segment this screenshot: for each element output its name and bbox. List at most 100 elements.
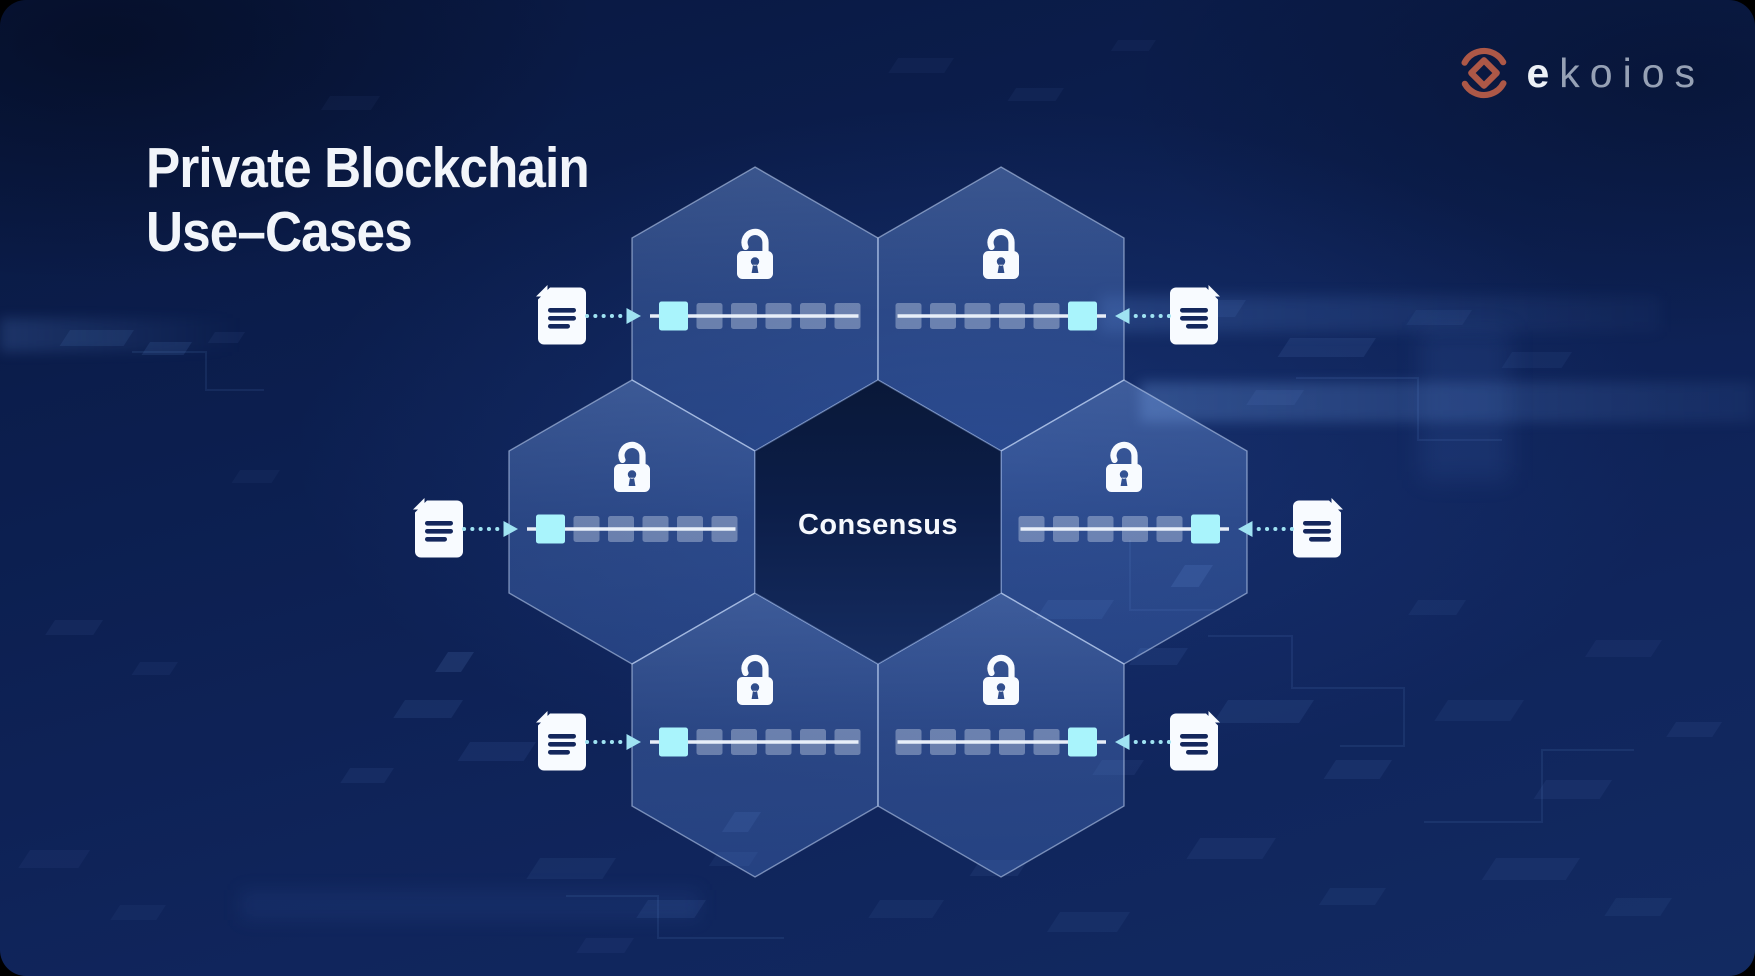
- bg-deco-shape: [1047, 912, 1130, 932]
- document-icon: [1293, 498, 1343, 558]
- bg-deco-shape: [1604, 898, 1672, 916]
- consensus-label: Consensus: [798, 509, 958, 541]
- bg-deco-shape: [526, 858, 616, 879]
- chain-block: [677, 516, 703, 542]
- bg-deco-shape: [1007, 88, 1064, 101]
- bg-deco-shape: [1277, 338, 1376, 357]
- bg-circuit-line: [1424, 749, 1634, 823]
- blockchain-chain: [1018, 514, 1229, 544]
- bg-deco-shape: [393, 700, 463, 718]
- bg-circuit-line: [566, 895, 784, 939]
- chain-block: [1018, 516, 1045, 542]
- chain-block: [696, 303, 723, 329]
- chain-block: [930, 303, 956, 329]
- chain-block: [696, 729, 723, 755]
- chain-block: [834, 303, 861, 329]
- chain-block: [608, 516, 634, 542]
- bg-deco-shape: [1213, 700, 1314, 723]
- bg-deco-shape: [340, 768, 394, 783]
- chain-block: [895, 729, 922, 755]
- bg-deco-shape: [59, 330, 134, 346]
- chain-block-highlighted: [1068, 727, 1097, 757]
- bg-deco-shape: [1434, 700, 1524, 721]
- chain-block: [765, 729, 792, 755]
- chain-block: [964, 729, 991, 755]
- chain-block-highlighted: [1191, 514, 1220, 544]
- bg-deco-shape: [1408, 600, 1466, 615]
- bg-circuit-line: [1208, 635, 1405, 747]
- chain-block: [1122, 516, 1148, 542]
- chain-block: [964, 303, 991, 329]
- chain-block: [573, 516, 600, 542]
- chain-block: [895, 303, 922, 329]
- chain-block: [834, 729, 861, 755]
- brand-name-lead: e: [1526, 49, 1560, 96]
- bg-deco-shape: [888, 58, 954, 73]
- bg-deco-shape: [435, 652, 474, 672]
- chain-block: [1033, 729, 1060, 755]
- bg-deco-shape: [110, 905, 166, 920]
- chain-block: [999, 729, 1025, 755]
- chain-block-highlighted: [1068, 301, 1097, 331]
- bg-deco-shape: [576, 938, 634, 953]
- bg-deco-shape: [1110, 40, 1156, 51]
- chain-block-highlighted: [536, 514, 565, 544]
- chain-block: [999, 303, 1025, 329]
- title-line-2: Use–Cases: [146, 200, 413, 265]
- chain-block: [800, 303, 826, 329]
- usecase-hexagon-middle-right: [1000, 379, 1343, 665]
- brand-logo: ekoios: [1455, 44, 1705, 102]
- brand-name-rest: koios: [1559, 49, 1705, 96]
- bg-deco-shape: [1584, 640, 1662, 657]
- chain-block: [930, 729, 956, 755]
- bg-deco-shape: [1318, 888, 1386, 905]
- chain-block-highlighted: [659, 727, 688, 757]
- blockchain-chain: [650, 301, 861, 331]
- chain-block: [731, 729, 757, 755]
- bg-circuit-line: [132, 351, 264, 391]
- bg-deco-shape: [1406, 310, 1472, 325]
- chain-block: [1033, 303, 1060, 329]
- brand-name: ekoios: [1526, 49, 1705, 96]
- bg-deco-shape: [231, 470, 280, 483]
- chain-block: [1087, 516, 1114, 542]
- consensus-cell: Consensus: [754, 379, 1002, 665]
- bg-deco-shape: [636, 900, 706, 918]
- document-icon: [1170, 711, 1220, 771]
- usecase-hexagon-bottom-left: [536, 592, 879, 878]
- bg-deco-shape: [1186, 838, 1276, 859]
- chain-block: [1156, 516, 1183, 542]
- chain-block: [711, 516, 738, 542]
- title-line-1: Private Blockchain: [146, 136, 590, 200]
- chain-block: [1053, 516, 1079, 542]
- document-icon: [536, 711, 586, 771]
- blockchain-chain: [650, 727, 861, 757]
- blockchain-chain: [895, 301, 1106, 331]
- blockchain-chain: [895, 727, 1106, 757]
- bg-deco-shape: [141, 342, 192, 355]
- document-icon: [413, 498, 463, 558]
- bg-deco-shape: [457, 742, 536, 761]
- bg-deco-shape: [868, 900, 944, 918]
- bg-deco-shape: [1246, 390, 1304, 405]
- bg-circuit-line: [1296, 377, 1502, 441]
- bg-deco-shape: [1533, 780, 1612, 799]
- blockchain-chain: [527, 514, 738, 544]
- bg-deco-shape: [1666, 722, 1722, 737]
- chain-block-highlighted: [659, 301, 688, 331]
- bg-deco-shape: [1323, 760, 1392, 779]
- consensus-hexagon: [754, 379, 1002, 665]
- document-icon: [1170, 285, 1220, 345]
- bg-deco-shape: [131, 662, 178, 675]
- document-icon: [536, 285, 586, 345]
- chain-block: [765, 303, 792, 329]
- chain-block: [731, 303, 757, 329]
- bg-deco-shape: [1501, 352, 1572, 368]
- chain-block: [800, 729, 826, 755]
- usecase-hexagon-middle-left: [413, 379, 756, 665]
- bg-deco-shape: [207, 332, 245, 343]
